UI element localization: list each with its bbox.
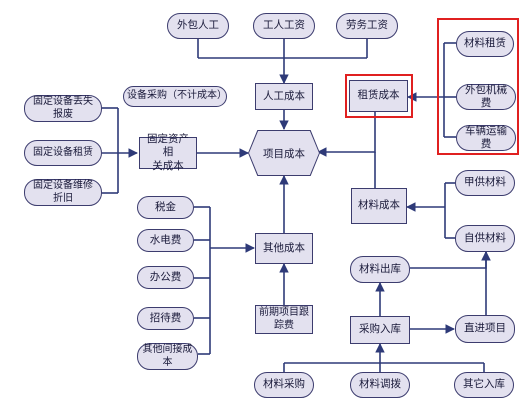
node-worker-wages: 工人工资 [253,13,315,39]
node-self-supplied: 自供材料 [455,225,515,252]
node-owner-supplied: 甲供材料 [455,170,515,196]
node-fixed-equipment-rental: 固定设备租赁 [24,140,102,166]
node-equipment-purchase: 设备采购（不计成本） [123,86,227,107]
node-purchase-inbound: 采购入库 [350,316,410,344]
node-rental-cost: 租赁成本 [349,80,408,112]
node-fixed-asset-related: 固定资产相 关成本 [139,133,197,172]
node-utilities: 水电费 [137,229,194,252]
node-taxes: 税金 [137,196,194,219]
node-project-cost-label: 项目成本 [249,131,319,175]
node-outsourced-labor: 外包人工 [167,13,229,39]
highlight-box-rental-sources [437,18,519,155]
node-material-purchase: 材料采购 [254,372,314,398]
node-labor-wages: 劳务工资 [336,13,398,39]
node-material-outbound: 材料出库 [350,256,410,283]
highlight-box-rental-cost [345,74,413,118]
edge-outbound-to-self [410,251,491,269]
node-material-cost: 材料成本 [351,188,407,224]
node-labor-cost: 人工成本 [255,83,313,110]
node-office-expense: 办公费 [137,266,194,289]
node-other-inbound: 其它入库 [454,372,514,398]
node-other-indirect: 其他间接成 本 [137,343,198,370]
node-outsourced-machinery: 外包机械费 [456,84,516,110]
edge-rental-to-project [317,112,376,157]
node-early-tracking: 前期项目跟 踪费 [255,305,313,334]
node-vehicle-transport: 车辆运输费 [456,125,516,151]
node-entertainment: 招待费 [137,307,194,330]
node-material-rental: 材料租赁 [456,31,514,57]
node-material-transfer: 材料调拨 [350,372,410,398]
node-direct-project: 直进项目 [455,315,515,343]
node-other-cost: 其他成本 [255,233,313,264]
node-fixed-equipment-repair: 固定设备维修 折旧 [24,179,102,206]
node-fixed-equipment-loss: 固定设备丢失 报废 [24,95,102,122]
node-project-cost: 项目成本 [248,130,320,176]
